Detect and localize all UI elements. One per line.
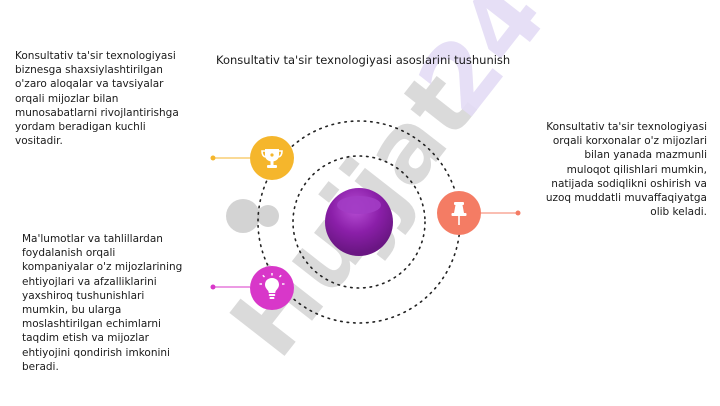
pushpin-icon (451, 202, 467, 225)
lightbulb-icon (259, 273, 285, 299)
trophy-icon (261, 149, 283, 168)
connector-right-dot (515, 210, 521, 216)
connector-top-dot (210, 155, 216, 161)
diagram-title: Konsultativ ta'sir texnologiyasi asoslar… (216, 53, 511, 67)
text-block-top-left: Konsultativ ta'sir texnologiyasi biznesg… (15, 50, 179, 148)
lightbulb-badge (250, 266, 294, 310)
connector-bottom-dot (210, 284, 216, 290)
pushpin-badge (437, 191, 481, 235)
text-block-bottom-left: Ma'lumotlar va tahlillardan foydalanish … (22, 233, 183, 373)
text-block-right: Konsultativ ta'sir texnologiyasi orqali … (545, 121, 707, 219)
planet-band (337, 196, 381, 214)
inner-orbit (292, 155, 426, 289)
trophy-badge (250, 136, 294, 180)
